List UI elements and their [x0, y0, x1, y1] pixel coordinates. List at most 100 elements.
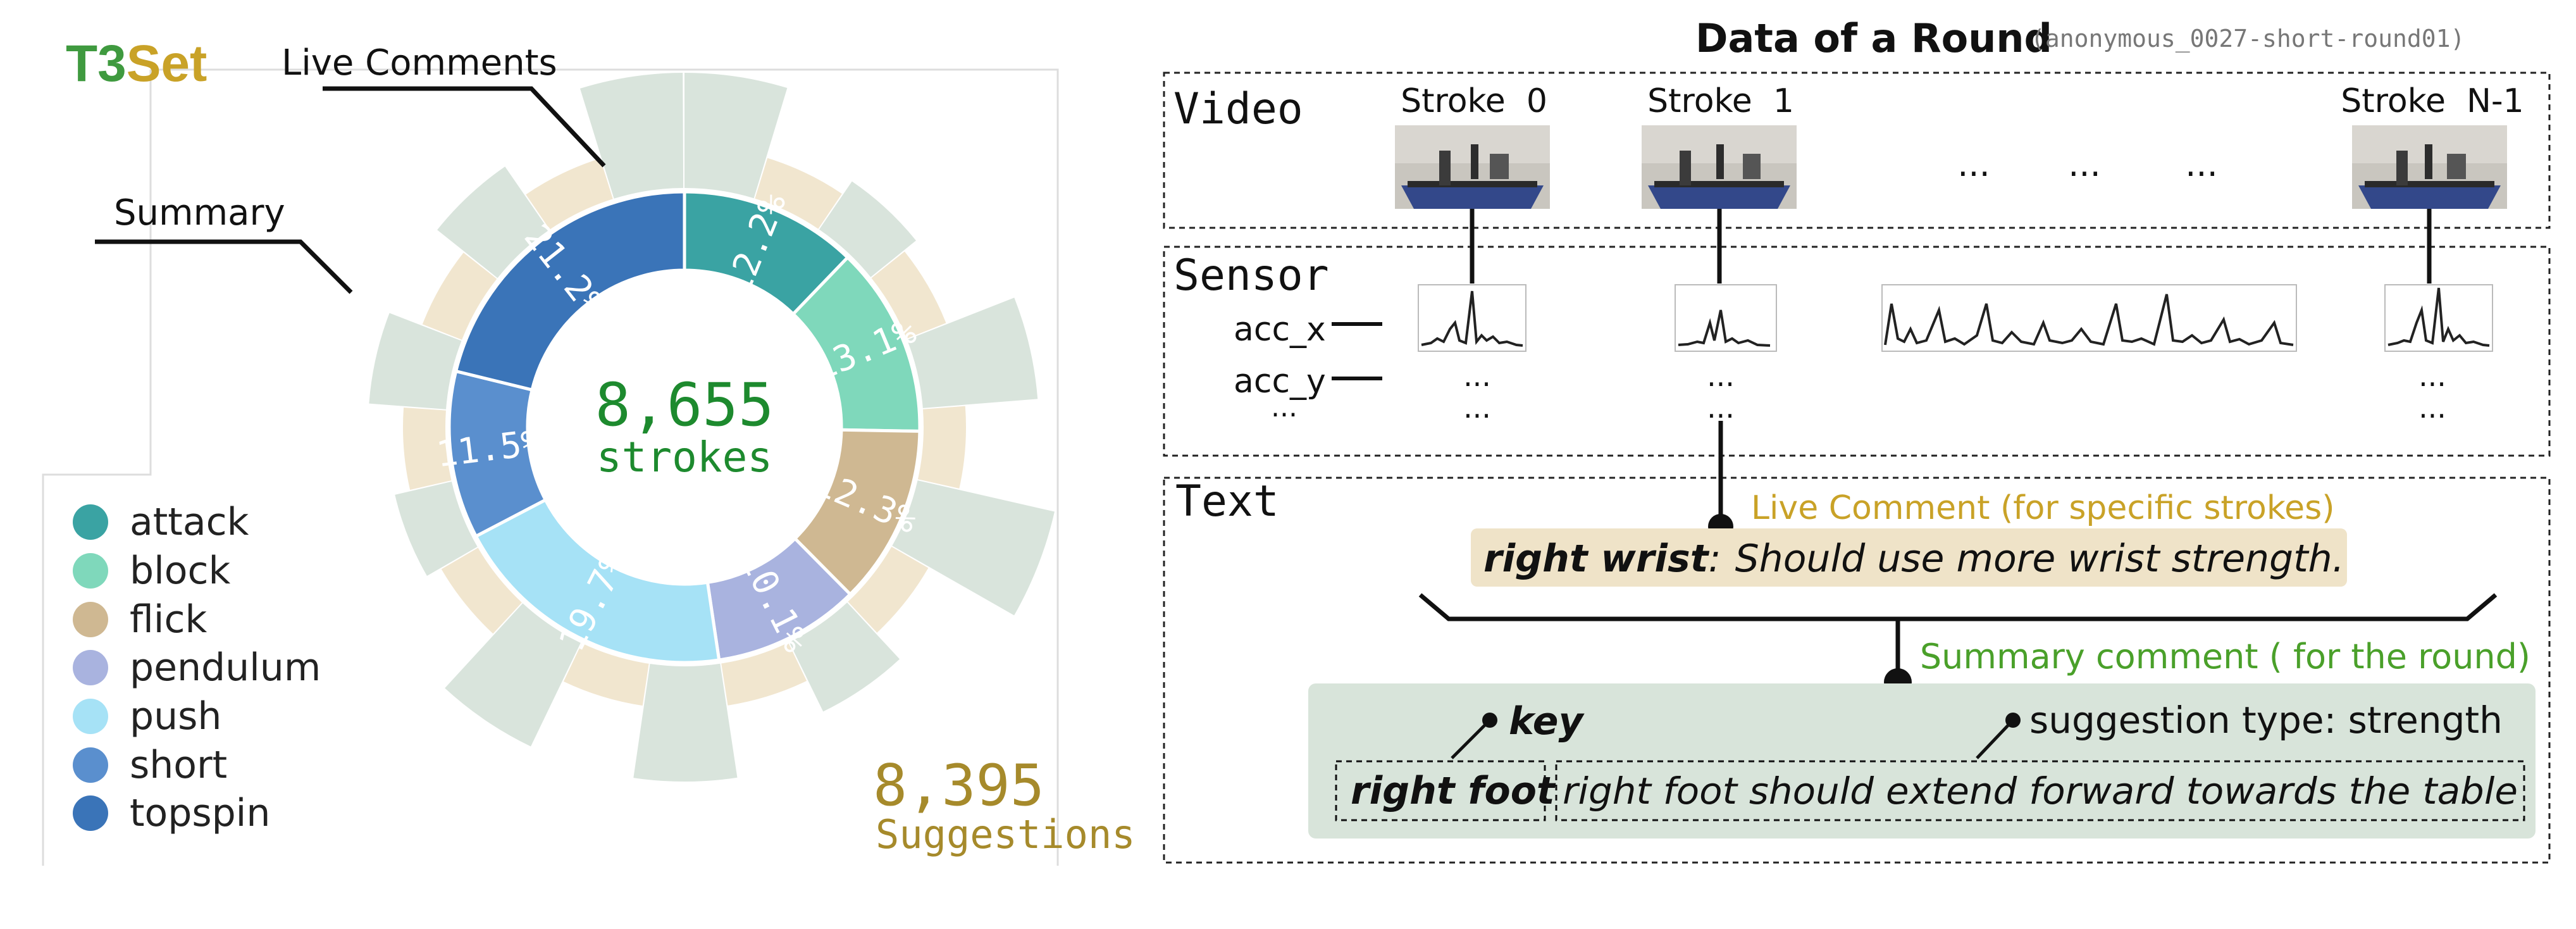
live-comment-segment — [755, 158, 842, 229]
legend-item: topspin — [73, 791, 270, 835]
live-comment-segment — [402, 407, 452, 490]
summary-key: right foot — [1351, 769, 1556, 813]
legend-swatch — [73, 747, 108, 783]
inner-slices — [447, 190, 922, 664]
sensor-ellipsis: ... — [2418, 359, 2446, 393]
summary-leader — [95, 239, 353, 294]
callout-line — [1451, 719, 1491, 759]
live-comment-segment — [871, 251, 946, 339]
legend-label: short — [130, 743, 227, 787]
video-thumbnail — [1642, 125, 1797, 209]
legend: attack block flick pendulum push short — [73, 500, 321, 835]
stroke-label: Stroke N-1 — [2341, 82, 2524, 120]
brace — [1418, 593, 2498, 621]
logo: T3Set — [66, 35, 207, 92]
stroke-thumb-n: Stroke N-1 — [2341, 82, 2524, 209]
legend-item: pendulum — [73, 645, 321, 690]
sensor-signal-n — [2384, 284, 2493, 352]
suggestions-label: Suggestions — [876, 811, 1136, 857]
video-ellipsis: ... — [1957, 144, 1990, 184]
suggestions-value: 8,395 — [873, 752, 1044, 819]
summary-petal — [445, 603, 581, 747]
legend-label: flick — [130, 597, 207, 642]
donut-chart: 12.2%13.1%12.3%10.1%19.7%11.5%21.2% — [369, 73, 1055, 782]
live-comments-leader — [323, 86, 606, 168]
legend-label: block — [130, 549, 230, 593]
live-comment: right wrist: Should use more wrist streng… — [1483, 537, 2344, 581]
text-section-label: Text — [1175, 477, 1279, 527]
summary-petal — [437, 166, 549, 278]
legend-label: attack — [130, 500, 249, 544]
video-section — [1163, 72, 2551, 229]
summary-petal — [684, 73, 788, 199]
live-comments-label: Live Comments — [282, 42, 557, 84]
legend-swatch — [73, 650, 108, 685]
text-section — [1163, 477, 2551, 864]
logo-part1: T3 — [66, 35, 127, 92]
right-panel: Data of a Round (anonymous_0027-short-ro… — [1163, 15, 2551, 864]
video-section-label: Video — [1173, 84, 1303, 134]
video-thumbnail — [2352, 125, 2507, 209]
sensor-label-acc-y: acc_y — [1234, 363, 1326, 401]
live-comment-sep: : — [1708, 537, 1721, 581]
round-title: Data of a Round — [1695, 15, 2052, 61]
live-comment-segment — [848, 547, 929, 633]
legend-item: block — [73, 549, 230, 593]
summary-key-box — [1335, 760, 1546, 821]
slice-topspin — [454, 190, 686, 392]
left-panel: T3Set 12.2%13.1%12.3%10.1%19.7%11.5%21.2… — [42, 35, 1136, 866]
legend-swatch — [73, 553, 108, 589]
panel-frame — [151, 68, 1059, 866]
sensor-section — [1163, 246, 2551, 457]
summary-label: Summary — [114, 192, 285, 234]
legend-label: pendulum — [130, 645, 321, 690]
legend-swatch — [73, 602, 108, 637]
panel-frame-inner — [42, 70, 152, 866]
live-comment-text: Should use more wrist strength. — [1735, 537, 2344, 581]
summary-petal — [579, 73, 684, 199]
sensor-signal-1 — [1675, 284, 1777, 352]
summary-petal — [395, 481, 478, 576]
center-unit: strokes — [597, 433, 772, 482]
sensor-ellipsis: ... — [1707, 390, 1735, 425]
live-comment-segment — [917, 406, 967, 489]
summary-petal — [892, 480, 1055, 616]
legend-label: push — [130, 694, 221, 739]
stroke-label: Stroke 1 — [1647, 82, 1794, 120]
legend-swatch — [73, 699, 108, 734]
video-ellipsis: ... — [2185, 144, 2218, 184]
summary-text-box — [1555, 760, 2525, 821]
sensor-ellipsis: ... — [1707, 359, 1735, 393]
sensor-signal-long — [1881, 284, 2297, 352]
summary-petal — [369, 313, 462, 409]
sensor-ellipsis: ... — [2418, 390, 2446, 425]
round-subtitle: (anonymous_0027-short-round01) — [2031, 25, 2465, 53]
legend-item: push — [73, 694, 221, 739]
live-comment-title: Live Comment (for specific strokes) — [1751, 489, 2335, 527]
center-value: 8,655 — [595, 371, 774, 440]
sensor-ellipsis: ... — [1463, 390, 1491, 425]
sensor-label-more: ... — [1271, 391, 1297, 423]
sensor-label-acc-x: acc_x — [1234, 311, 1326, 349]
logo-part2: Set — [127, 35, 207, 92]
legend-item: flick — [73, 597, 207, 642]
legend-item: short — [73, 743, 227, 787]
legend-item: attack — [73, 500, 249, 544]
sensor-ellipsis: ... — [1463, 359, 1491, 393]
summary-petal — [633, 663, 738, 782]
summary-title: Summary comment ( for the round) — [1920, 637, 2530, 676]
summary-sep: : — [1539, 768, 1551, 812]
mid-ring — [402, 158, 967, 706]
live-comment-segment — [422, 253, 497, 340]
live-comment-segment — [526, 158, 613, 230]
summary-type-label: suggestion type: strength — [2029, 699, 2503, 742]
stroke-thumb-1: Stroke 1 — [1642, 82, 1797, 209]
stroke-thumb-0: Stroke 0 — [1395, 82, 1550, 209]
summary-text: right foot should extend forward towards… — [1563, 770, 2518, 813]
outer-petals — [369, 73, 1055, 782]
live-comment-key: right wrist — [1483, 537, 1710, 581]
live-comment-segment — [441, 547, 522, 634]
live-comment-box — [1471, 528, 2347, 587]
legend-swatch — [73, 504, 108, 540]
sensor-section-label: Sensor — [1173, 251, 1329, 301]
